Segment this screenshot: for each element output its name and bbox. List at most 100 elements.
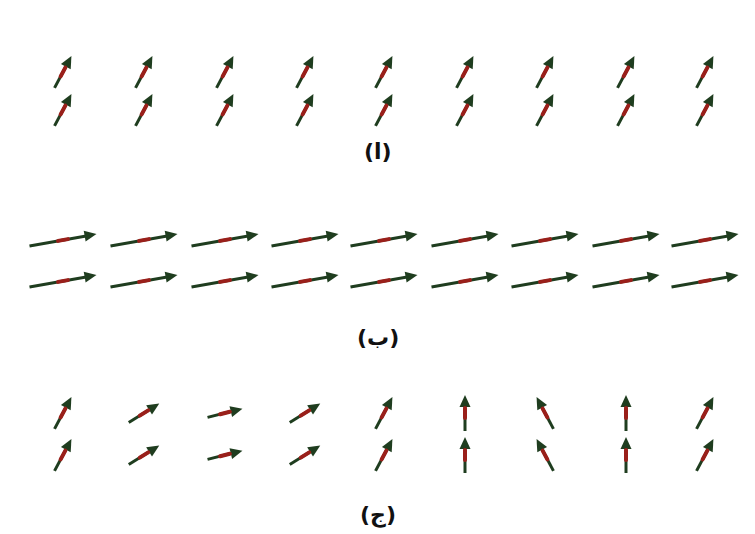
dipole-center <box>621 280 631 282</box>
arrow-shaft <box>464 404 467 431</box>
dipole-center <box>460 280 470 282</box>
arrow-shaft <box>208 453 234 460</box>
arrow-head <box>165 270 179 283</box>
dipole-center <box>61 106 66 115</box>
dipole-center <box>460 239 470 241</box>
dipole-center <box>303 106 308 115</box>
dipole-arrow <box>271 270 340 293</box>
dipole-arrow <box>511 229 580 252</box>
arrow-head <box>229 445 243 459</box>
dipole-center <box>220 280 230 282</box>
arrow-shaft <box>208 411 234 418</box>
arrow-shaft <box>537 102 550 126</box>
dipole-center <box>382 68 387 77</box>
arrow-shaft <box>272 277 330 287</box>
arrow-head <box>223 54 238 70</box>
arrow-shaft <box>593 236 651 246</box>
dipole-arrow <box>212 54 239 91</box>
arrow-shaft <box>697 405 710 429</box>
dipole-center <box>543 451 548 460</box>
dipole-arrow <box>110 270 179 293</box>
dipole-arrow <box>287 399 323 427</box>
arrow-head <box>61 54 76 70</box>
dipole-arrow <box>371 395 398 432</box>
arrow-shaft <box>111 277 169 287</box>
arrow-shaft <box>129 408 152 422</box>
dipole-center <box>382 451 387 460</box>
dipole-center <box>61 409 66 418</box>
dipole-arrow <box>191 229 260 252</box>
dipole-center <box>382 106 387 115</box>
arrow-head <box>229 403 243 417</box>
dipole-center <box>58 280 68 282</box>
dipole-center <box>621 239 631 241</box>
arrow-head <box>532 437 547 453</box>
dipole-center <box>624 68 629 77</box>
dipole-center <box>543 106 548 115</box>
dipole-arrow <box>460 437 471 473</box>
arrow-head <box>405 229 419 242</box>
arrow-shaft <box>55 447 68 471</box>
arrow-head <box>532 395 547 411</box>
dipole-center <box>142 106 147 115</box>
dipole-center <box>543 409 548 418</box>
dipole-arrow <box>126 399 162 427</box>
arrow-head <box>543 92 558 108</box>
dipole-center <box>463 408 467 418</box>
arrow-head <box>165 229 179 242</box>
dipole-arrow <box>371 54 398 91</box>
arrow-head <box>382 437 397 453</box>
arrow-head <box>486 229 500 242</box>
dipole-center <box>139 239 149 241</box>
arrow-shaft <box>351 277 409 287</box>
dipole-center <box>463 106 468 115</box>
dipole-arrow <box>692 92 719 129</box>
dipole-arrow <box>532 54 559 91</box>
dipole-center <box>463 450 467 460</box>
dipole-arrow <box>671 270 740 293</box>
dipole-arrow <box>206 445 244 464</box>
dipole-center <box>300 239 310 241</box>
dipole-arrow <box>212 92 239 129</box>
arrow-shaft <box>541 447 554 471</box>
arrow-head <box>61 395 76 411</box>
dipole-center <box>624 450 628 460</box>
dipole-center <box>61 451 66 460</box>
dipole-center <box>624 408 628 418</box>
dipole-center <box>220 454 230 456</box>
dipole-arrow <box>29 229 98 252</box>
dipole-arrow <box>110 229 179 252</box>
dipole-center <box>61 68 66 77</box>
arrow-head <box>463 92 478 108</box>
dipole-arrow <box>50 395 77 432</box>
arrow-shaft <box>625 404 628 431</box>
arrow-head <box>460 395 471 407</box>
arrow-head <box>246 270 260 283</box>
arrow-head <box>303 54 318 70</box>
dipole-arrow <box>532 92 559 129</box>
dipole-arrow <box>292 92 319 129</box>
arrow-shaft <box>111 236 169 246</box>
dipole-arrow <box>431 270 500 293</box>
dipole-arrow <box>50 54 77 91</box>
arrow-shaft <box>297 64 310 88</box>
dipole-center <box>300 280 310 282</box>
arrow-shaft <box>136 64 149 88</box>
arrow-shaft <box>30 277 88 287</box>
arrow-shaft <box>593 277 651 287</box>
arrow-head <box>303 92 318 108</box>
panel-label: (ا) <box>364 139 392 165</box>
dipole-arrow <box>50 92 77 129</box>
arrow-shaft <box>457 102 470 126</box>
dipole-arrow <box>692 437 719 474</box>
dipole-center <box>624 106 629 115</box>
dipole-center <box>58 239 68 241</box>
arrow-shaft <box>512 277 570 287</box>
arrow-shaft <box>376 447 389 471</box>
dipole-arrow <box>371 92 398 129</box>
arrow-head <box>726 229 740 242</box>
dipole-center <box>301 410 309 415</box>
dipole-arrow <box>621 395 632 431</box>
dipole-center <box>700 280 710 282</box>
arrow-head <box>84 270 98 283</box>
